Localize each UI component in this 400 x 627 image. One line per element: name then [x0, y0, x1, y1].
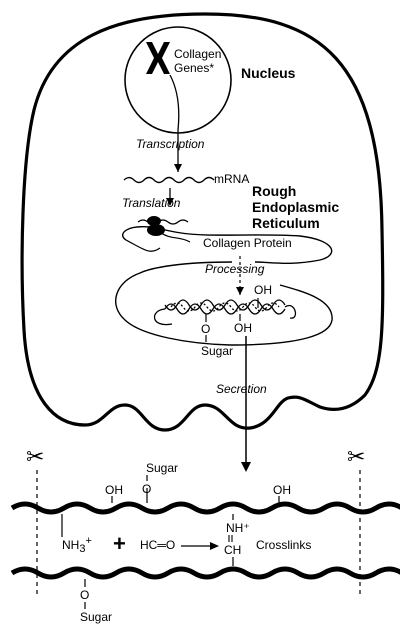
aldehyde-label: HC═O [140, 538, 175, 552]
fibril-sugar-lower: Sugar [80, 610, 112, 624]
chromosome-icon [146, 42, 170, 74]
upper-collagen-fibril [10, 501, 400, 515]
rer-sugar-label: Sugar [201, 344, 233, 358]
cell-outline [20, 12, 385, 432]
rer-oh-upper: OH [254, 283, 272, 297]
ch-label: CH [224, 543, 241, 557]
fibril-o-upper: O [142, 482, 151, 496]
mrna-strand [123, 176, 215, 184]
rer-label-line1: Rough [252, 183, 296, 199]
nucleus-label: Nucleus [241, 65, 296, 81]
lower-collagen-fibril [10, 566, 400, 580]
fibril-o-lower: O [80, 588, 89, 602]
mrna-on-ribosome [137, 219, 189, 225]
fibril-oh-left: OH [105, 483, 123, 497]
scissors-icon-right: ✂ [347, 445, 365, 470]
transcription-arrow [169, 74, 180, 172]
fibril-sugar-upper: Sugar [146, 461, 178, 475]
rough-er [115, 226, 333, 346]
scissors-icon-left: ✂ [26, 445, 44, 470]
nascent-chain [159, 231, 191, 243]
nucleus [124, 26, 232, 134]
nh-plus-label: NH⁺ [226, 521, 250, 535]
fibril-oh-right: OH [273, 483, 291, 497]
rer-oh-lower: OH [234, 321, 252, 335]
processing-label: Processing [205, 262, 265, 276]
transcription-label: Transcription [136, 137, 205, 151]
secretion-label: Secretion [216, 382, 267, 396]
rer-label-line3: Reticulum [252, 215, 320, 231]
rer-label-line2: Endoplasmic [252, 199, 339, 215]
translation-label: Translation [122, 196, 181, 210]
nh3-label: NH3+ [62, 535, 92, 555]
collagen-genes-label-line1: Collagen [174, 47, 221, 61]
crosslinks-label: Crosslinks [256, 538, 311, 552]
rer-o-label: O [201, 322, 210, 336]
mrna-label: mRNA [214, 172, 249, 186]
collagen-protein-label: Collagen Protein [203, 236, 292, 250]
plus-sign: + [113, 531, 126, 556]
triple-helix [153, 299, 297, 326]
collagen-genes-label-line2: Genes* [174, 61, 214, 75]
